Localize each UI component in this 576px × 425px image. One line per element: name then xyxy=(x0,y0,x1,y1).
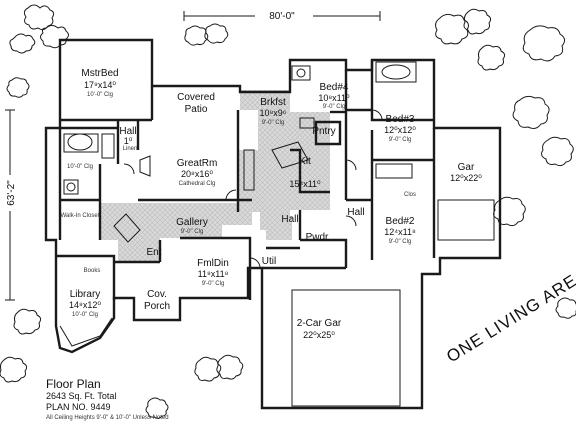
room-labels: MstrBed 17⁹x14⁰ 10'-0" Clg Covered Patio… xyxy=(61,68,483,340)
room-brkfst-dims: 10⁸x9⁶ xyxy=(259,108,286,118)
room-gallery-note: 9'-0" Clg xyxy=(181,229,204,235)
room-gar: Gar xyxy=(458,162,475,173)
bath-ceiling-label: 10'-0" Clg xyxy=(67,164,93,170)
caption-sqft: 2643 Sq. Ft. Total xyxy=(46,391,116,401)
room-bed2-note: 9'-0" Clg xyxy=(389,239,412,245)
caption-plan-no: PLAN NO. 9449 xyxy=(46,402,111,412)
width-label: 80'-0" xyxy=(269,11,295,22)
tiled-floors xyxy=(100,90,330,262)
room-mstrbed: MstrBed xyxy=(81,68,118,79)
room-hall-master-dims: 1⁰ xyxy=(124,136,133,146)
room-library: Library xyxy=(70,289,101,300)
room-pwdr: Pwdr xyxy=(306,232,329,243)
room-pntry: Pntry xyxy=(312,126,335,137)
room-library-note: 10'-0" Clg xyxy=(72,312,98,318)
walkin-closet-label: Walk-In Closet xyxy=(61,213,100,219)
room-brkfst: Brkfst xyxy=(260,97,286,108)
caption-note: All Ceiling Heights 9'-0" & 10'-0" Unles… xyxy=(46,415,169,421)
room-bed3-dims: 12⁰x12⁰ xyxy=(384,125,416,135)
width-dimension: 80'-0" xyxy=(183,8,381,22)
room-hall-beds: Hall xyxy=(347,207,364,218)
landscape xyxy=(0,4,576,419)
depth-label: 63'-2" xyxy=(6,180,17,206)
room-cov-porch-1: Cov. xyxy=(147,289,167,300)
depth-dimension: 63'-2" xyxy=(2,109,18,301)
room-greatrm-dims: 20⁸x16⁰ xyxy=(181,169,213,179)
room-cov-porch-2: Porch xyxy=(144,301,170,312)
room-mstrbed-note: 10'-0" Clg xyxy=(87,92,113,98)
room-bed2: Bed#2 xyxy=(386,216,415,227)
room-bed4-note: 9'-0" Clg xyxy=(323,104,346,110)
room-bed2-dims: 12⁴x11⁸ xyxy=(384,227,416,237)
room-bed4: Bed#4 xyxy=(320,82,349,93)
caption-title: Floor Plan xyxy=(46,377,101,391)
room-bed4-dims: 10⁸x11⁰ xyxy=(318,93,350,103)
room-kit: Kit xyxy=(299,156,311,167)
room-kit-dims: 15⁴x11⁰ xyxy=(289,179,321,189)
room-greatrm-note: Cathedral Clg xyxy=(179,181,216,187)
linen-label: Linen xyxy=(123,146,138,152)
plan-caption: Floor Plan 2643 Sq. Ft. Total PLAN NO. 9… xyxy=(46,377,169,421)
room-library-dims: 14⁸x12⁰ xyxy=(69,300,101,310)
one-living-area-label: ONE LIVING AREA xyxy=(443,264,576,366)
room-ent: Ent xyxy=(146,247,161,258)
room-hall-master: Hall xyxy=(119,126,136,137)
room-gallery: Gallery xyxy=(176,217,208,228)
room-brkfst-note: 9'-0" Clg xyxy=(262,120,285,126)
room-covered-patio-1: Covered xyxy=(177,92,215,103)
room-covered-patio-2: Patio xyxy=(185,104,208,115)
room-hall-main: Hall xyxy=(281,214,298,225)
interior-walls xyxy=(56,60,436,300)
room-bed3: Bed#3 xyxy=(386,114,415,125)
room-mstrbed-dims: 17⁹x14⁰ xyxy=(84,80,116,90)
room-gar-dims: 12⁰x22⁰ xyxy=(450,173,482,183)
room-car-gar-dims: 22⁰x25⁰ xyxy=(303,330,335,340)
fixtures xyxy=(59,61,495,409)
room-fmldin-note: 9'-0" Clg xyxy=(202,281,225,287)
room-car-gar: 2-Car Gar xyxy=(297,318,342,329)
room-fmldin: FmlDin xyxy=(197,258,229,269)
books-label: Books xyxy=(84,268,101,274)
room-fmldin-dims: 11⁸x11⁸ xyxy=(198,269,229,279)
room-util: Util xyxy=(262,256,276,267)
room-bed3-note: 9'-0" Clg xyxy=(389,137,412,143)
closet-label: Clos xyxy=(404,192,416,198)
room-greatrm: GreatRm xyxy=(177,158,218,169)
